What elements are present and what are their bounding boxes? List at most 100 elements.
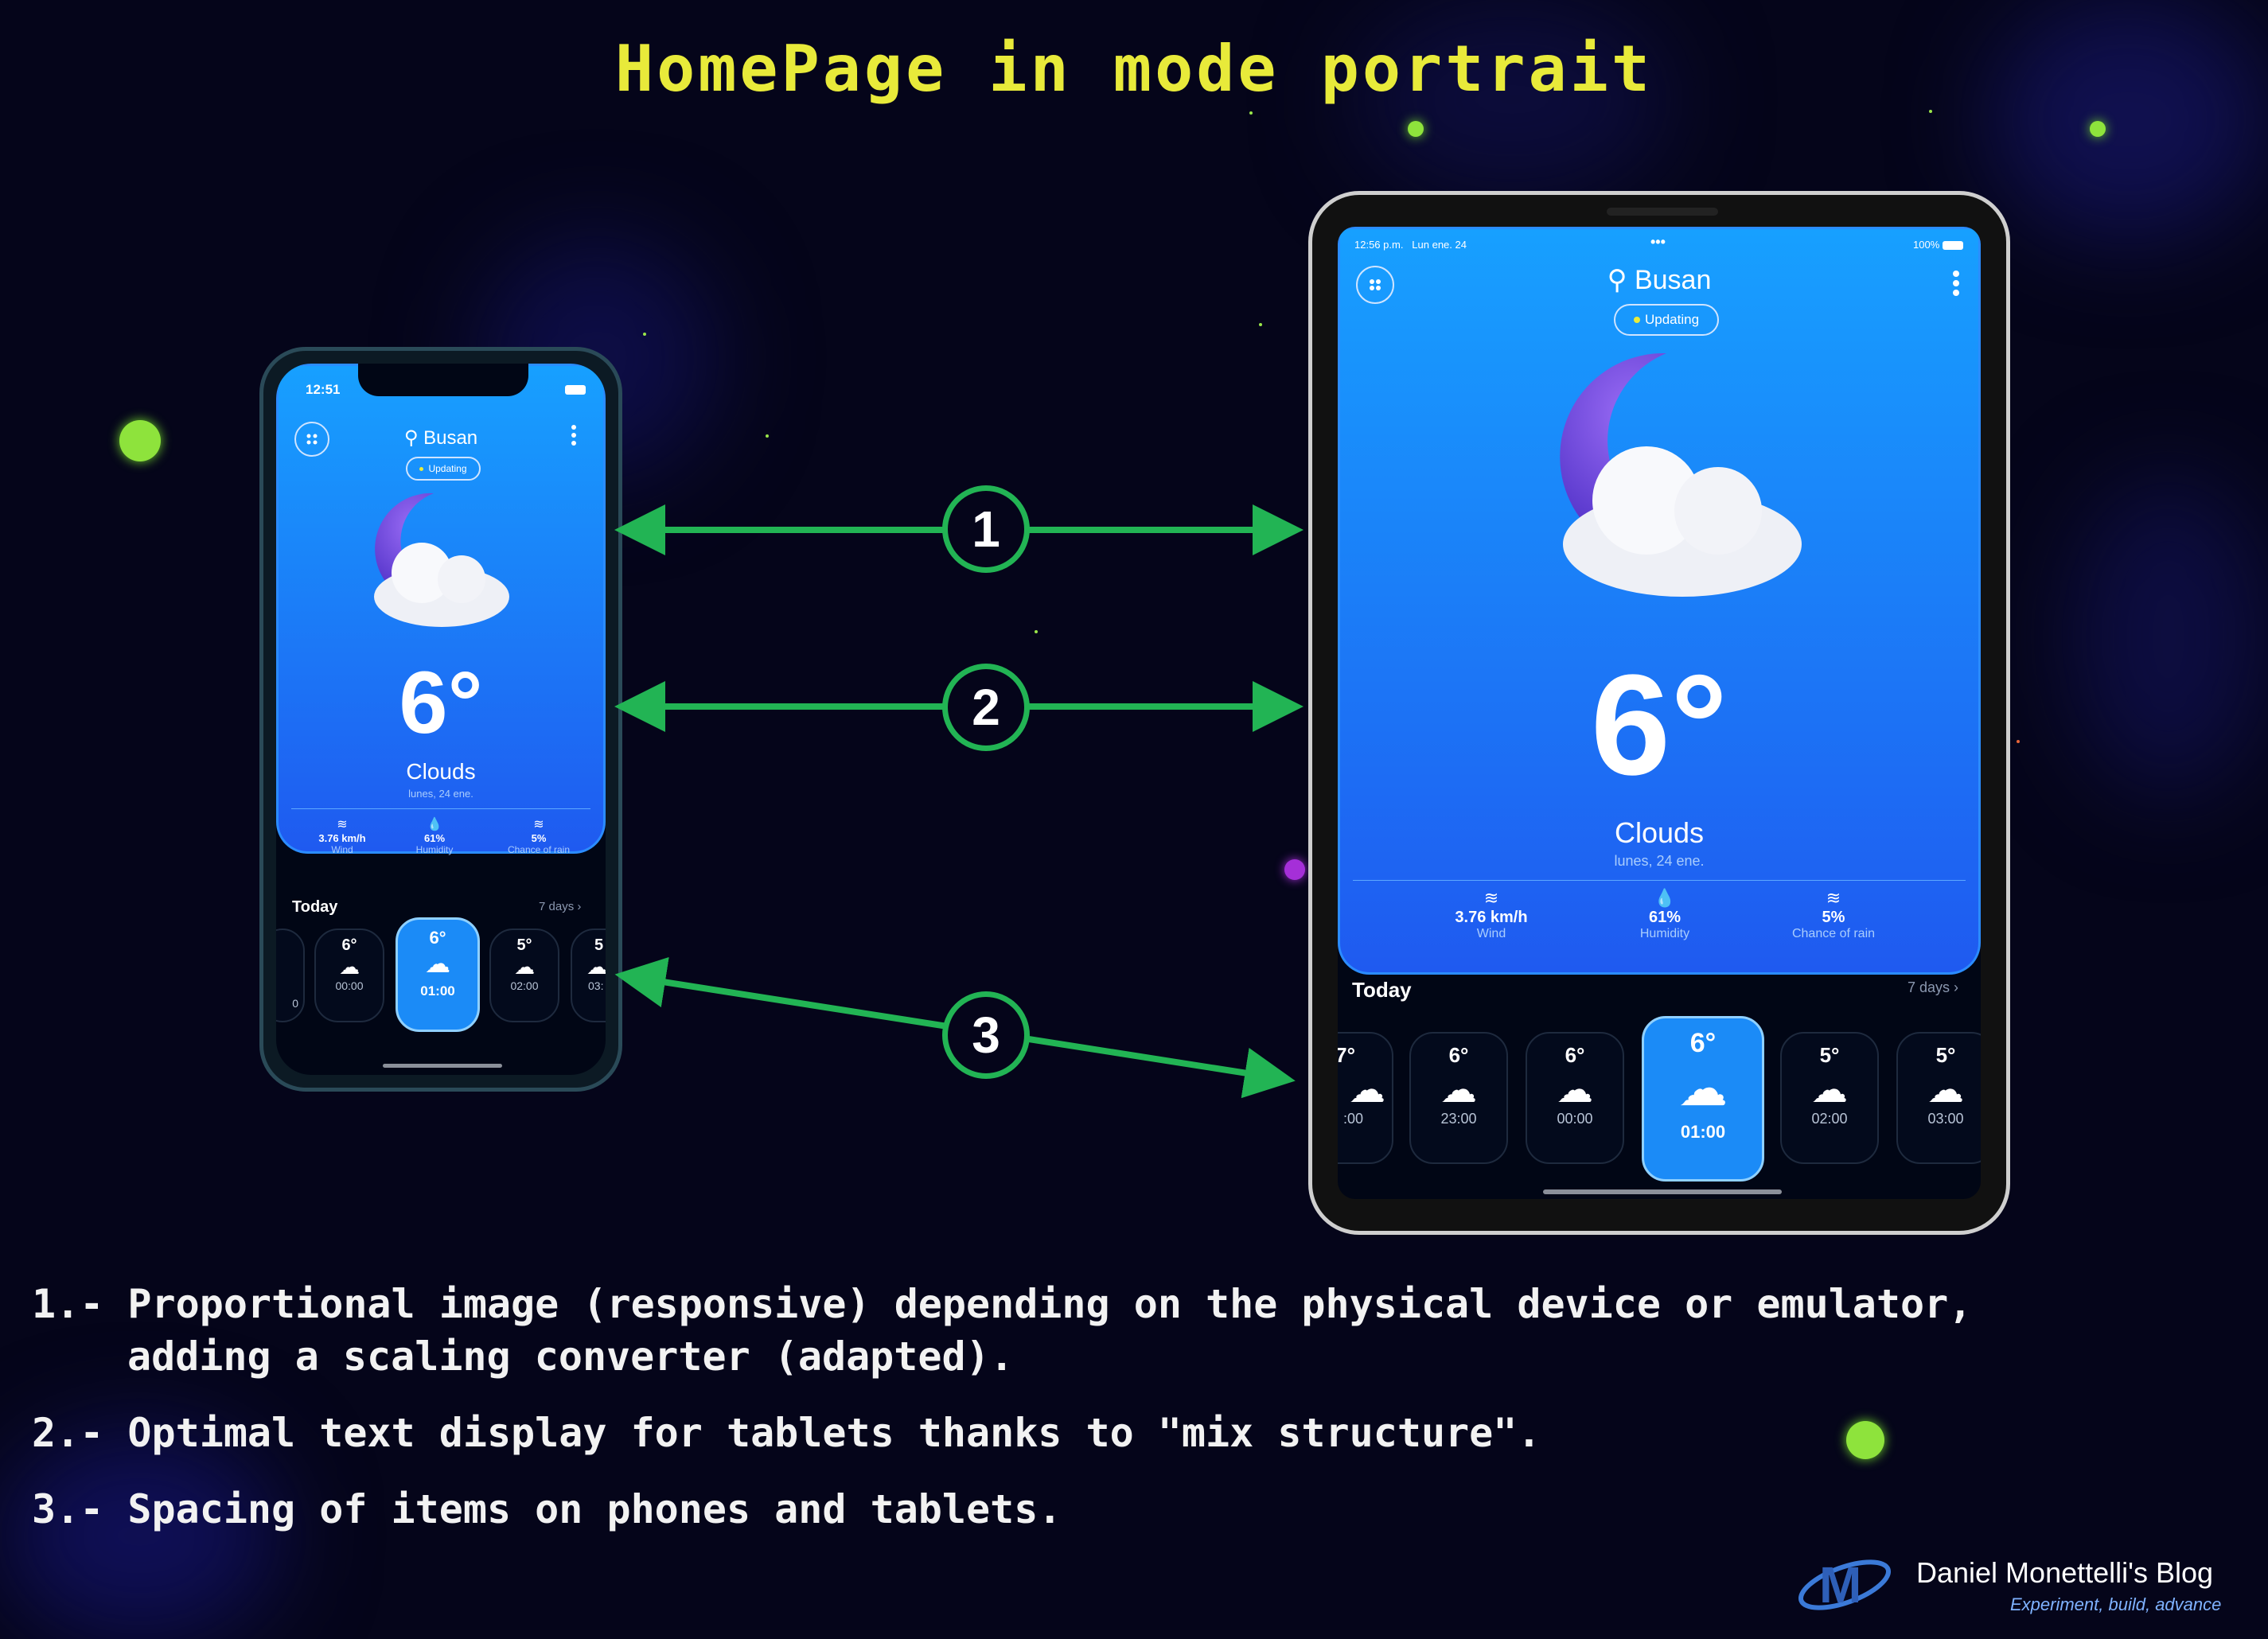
star: [2017, 740, 2020, 743]
cloud-icon: ☁: [1440, 1069, 1477, 1110]
menu-grid-button[interactable]: [294, 422, 329, 457]
seven-days-link[interactable]: 7 days ›: [539, 900, 582, 913]
phone-device: 12:51 ⚲ Busan Updating: [259, 347, 622, 1092]
divider: [291, 808, 590, 809]
grid-icon: [1370, 279, 1381, 290]
blog-logo-letter: M: [1819, 1556, 1861, 1614]
hour-card[interactable]: 6° ☁ 00:00: [1526, 1032, 1624, 1164]
hour-card[interactable]: 5° ☁ 02:00: [1780, 1032, 1879, 1164]
weather-card: 12:51 ⚲ Busan Updating: [276, 364, 606, 855]
more-menu-dot[interactable]: [571, 433, 576, 438]
note-1-cont: adding a scaling converter (adapted).: [127, 1333, 1014, 1380]
green-dot: [119, 420, 161, 461]
stat-wind: ≋ 3.76 km/h Wind: [302, 816, 382, 855]
green-dot: [1846, 1421, 1884, 1459]
green-dot: [1408, 121, 1424, 137]
location[interactable]: ⚲ Busan: [279, 426, 603, 450]
more-menu-dot[interactable]: [1953, 271, 1959, 277]
weather-card: 12:56 p.m. Lun ene. 24 ••• 100% ⚲ Busan …: [1338, 227, 1981, 975]
droplet-icon: 💧: [1654, 888, 1676, 908]
background-glow: [1353, 0, 1671, 199]
camera: [1607, 208, 1718, 216]
date: lunes, 24 ene.: [408, 788, 473, 800]
blog-name: Daniel Monettelli's Blog: [1916, 1556, 2214, 1589]
rain-wind-icon: ≋: [1826, 888, 1841, 908]
page-title: HomePage in mode portrait: [614, 32, 1654, 106]
phone-screen: 12:51 ⚲ Busan Updating: [276, 364, 606, 1075]
location[interactable]: ⚲ Busan: [1340, 264, 1978, 296]
star: [1929, 110, 1932, 113]
condition: Clouds: [406, 759, 476, 784]
temperature: 6°: [399, 654, 483, 752]
more-menu-dot[interactable]: [571, 441, 576, 446]
updating-pill: Updating: [1614, 304, 1719, 336]
hour-card[interactable]: 5° ☁ 02:00: [489, 929, 559, 1022]
moon-cloud-icon: [1560, 352, 1802, 597]
purple-dot: [1284, 859, 1305, 880]
wind-icon: ≋: [337, 818, 348, 831]
hour-card[interactable]: 6° ☁ 23:00: [1409, 1032, 1508, 1164]
menu-grid-button[interactable]: [1356, 266, 1394, 304]
tablet-screen: 12:56 p.m. Lun ene. 24 ••• 100% ⚲ Busan …: [1338, 227, 1981, 1199]
note-3: 3.- Spacing of items on phones and table…: [32, 1486, 1062, 1532]
more-menu-dot[interactable]: [1953, 280, 1959, 286]
status-time: 12:51: [306, 382, 341, 397]
stat-humidity: 💧 61% Humidity: [395, 816, 474, 855]
hour-card-selected[interactable]: 6° ☁ 01:00: [1642, 1016, 1764, 1182]
moon-cloud-icon: ☁: [1557, 1069, 1593, 1110]
hour-card[interactable]: 5° ☁ 03:00: [1896, 1032, 1981, 1164]
moon-cloud-icon: [374, 492, 509, 627]
hour-card[interactable]: 0: [276, 929, 305, 1022]
updating-label: Updating: [1644, 312, 1700, 327]
home-indicator: [383, 1064, 502, 1068]
home-indicator: [1543, 1189, 1782, 1194]
star: [766, 434, 769, 438]
status-led: [1633, 317, 1640, 323]
seven-days-link[interactable]: 7 days ›: [1908, 979, 1959, 995]
star: [1035, 630, 1038, 633]
blog-logo: M: [1795, 1536, 1899, 1623]
hour-card[interactable]: 5 ☁ 03:: [571, 929, 606, 1022]
rain-wind-icon: ≋: [533, 818, 544, 831]
more-menu-dot[interactable]: [571, 425, 576, 430]
location-pin-icon: ⚲: [1607, 265, 1627, 295]
cloud-icon: ☁: [1927, 1069, 1964, 1110]
background-glow: [1989, 0, 2268, 239]
more-menu-dot[interactable]: [1953, 290, 1959, 296]
star: [1249, 111, 1253, 115]
condition: Clouds: [1614, 816, 1705, 849]
star: [643, 333, 646, 336]
blog-brand[interactable]: M Daniel Monettelli's Blog Experiment, b…: [1795, 1536, 2241, 1631]
grid-icon: [306, 434, 318, 445]
status-battery: 100%: [1913, 239, 1963, 251]
moon-cloud-icon: ☁: [339, 955, 360, 979]
multitask-dots[interactable]: •••: [1650, 234, 1666, 250]
status-led: [419, 466, 424, 471]
today-label: Today: [1352, 978, 1412, 1002]
moon-cloud-icon: ☁: [1811, 1069, 1848, 1110]
background-glow: [2069, 477, 2268, 796]
tablet-device: 12:56 p.m. Lun ene. 24 ••• 100% ⚲ Busan …: [1308, 191, 2010, 1235]
moon-cloud-icon: ☁: [514, 955, 535, 979]
note-1: 1.- Proportional image (responsive) depe…: [32, 1281, 1973, 1327]
battery-icon: [1942, 241, 1963, 251]
note-2: 2.- Optimal text display for tablets tha…: [32, 1410, 1541, 1456]
temperature: 6°: [1590, 645, 1728, 805]
hour-card-selected[interactable]: 6° ☁ 01:00: [396, 917, 480, 1032]
callout-1: 1: [942, 485, 1030, 573]
hour-card[interactable]: 7° ☁ :00: [1338, 1032, 1393, 1164]
status-time: 12:56 p.m. Lun ene. 24: [1354, 239, 1467, 251]
today-label: Today: [292, 898, 338, 916]
stat-humidity: 💧 61% Humidity: [1593, 888, 1736, 941]
stat-wind: ≋ 3.76 km/h Wind: [1420, 888, 1563, 941]
callout-2: 2: [942, 664, 1030, 751]
stat-rain: ≋ 5% Chance of rain: [1754, 888, 1913, 941]
green-dot: [2090, 121, 2106, 137]
stat-rain: ≋ 5% Chance of rain: [487, 816, 590, 855]
droplet-icon: 💧: [427, 818, 442, 831]
hour-card[interactable]: 6° ☁ 00:00: [314, 929, 384, 1022]
notch: [358, 364, 528, 396]
updating-label: Updating: [428, 463, 467, 474]
cloud-icon: ☁: [1349, 1069, 1385, 1110]
city-name: Busan: [423, 427, 478, 449]
